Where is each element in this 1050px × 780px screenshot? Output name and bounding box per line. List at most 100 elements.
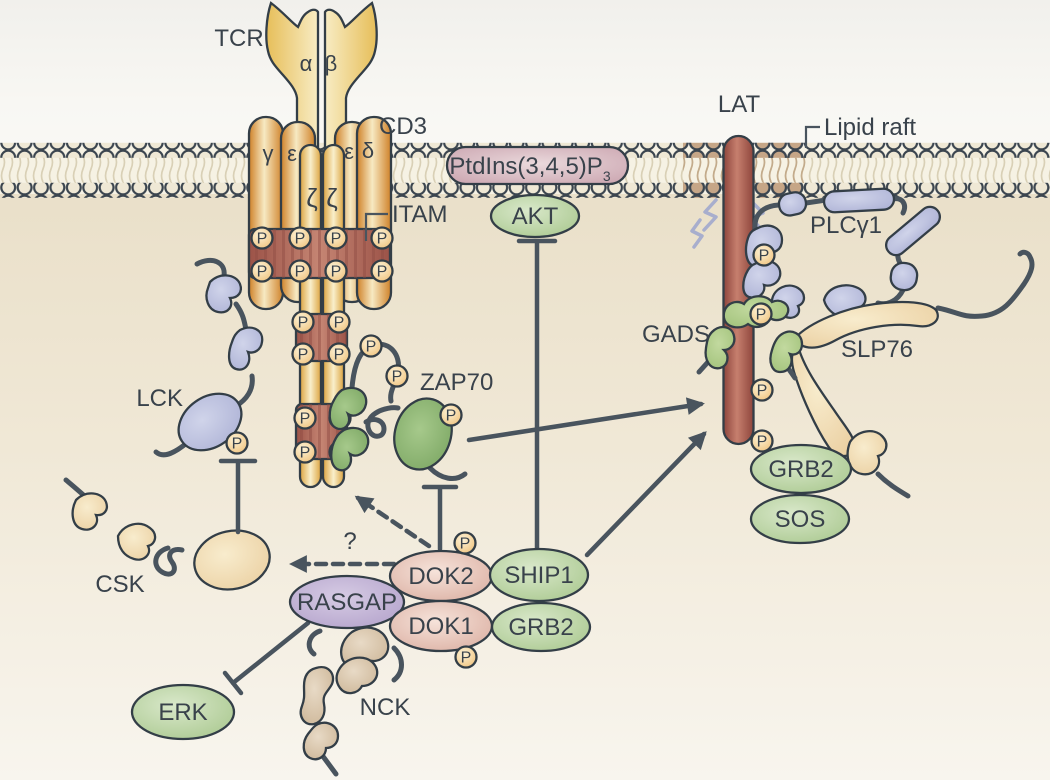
slp76-arm-top xyxy=(793,300,939,349)
zap70-node xyxy=(393,397,453,471)
phospho-site: P xyxy=(250,259,274,283)
background-extracellular xyxy=(0,0,1050,170)
lck-chain-top xyxy=(194,258,227,279)
svg-text:P: P xyxy=(461,650,472,667)
zap70-loop xyxy=(363,405,401,439)
phospho-site: P xyxy=(327,342,351,366)
akt-node xyxy=(489,193,581,239)
phospho-site: P xyxy=(453,531,477,555)
csk-assembly: CSK xyxy=(63,458,271,598)
ptdins-pill xyxy=(445,145,630,186)
lat-complex: LAT PLCγ1 SLP76 GADS GRB2 xyxy=(642,91,1035,545)
phospho-site: P xyxy=(370,259,394,283)
slp76-tail-bottom xyxy=(875,471,911,499)
phospho-site: P xyxy=(324,226,348,250)
zap70-tail xyxy=(427,465,468,482)
svg-text:P: P xyxy=(757,434,768,451)
ptdins-label: PtdIns(3,4,5)P3 xyxy=(449,153,610,184)
plcg1-domain-c xyxy=(884,205,942,257)
cd3-epsilon-left-label: ε xyxy=(287,141,297,166)
svg-text:P: P xyxy=(446,408,457,425)
dok-cluster: RASGAP DOK2 DOK1 SHIP1 GRB2 P P xyxy=(288,531,592,669)
lipid-raft-leader xyxy=(804,125,820,148)
gads-lobe-left xyxy=(704,325,736,370)
plcg1-label: PLCγ1 xyxy=(810,212,882,239)
ptdins-akt: PtdIns(3,4,5)P3 AKT xyxy=(445,145,630,551)
nck-chain-curve xyxy=(391,645,404,683)
phospho-site: P xyxy=(370,226,394,250)
rasgap-erk-inhibition-line xyxy=(230,620,311,686)
grb2-lat-label: GRB2 xyxy=(768,456,833,483)
cd3-epsilon-right-label: ε xyxy=(344,139,354,164)
dok1-label: DOK1 xyxy=(408,613,473,640)
phospho-site: P xyxy=(385,364,409,388)
phospho-site: P xyxy=(291,342,315,366)
erk-label: ERK xyxy=(158,699,207,726)
svg-text:P: P xyxy=(257,264,268,281)
plcg1-domain-b xyxy=(822,187,896,214)
zap70-lat-arrow xyxy=(466,397,705,443)
phospho-site: P xyxy=(750,429,774,453)
svg-text:P: P xyxy=(377,231,388,248)
rasgap-label: RASGAP xyxy=(297,589,397,616)
gads-tick-right xyxy=(785,365,798,381)
phospho-site: P xyxy=(288,226,312,250)
phospho-site: P xyxy=(327,310,351,334)
csk-label: CSK xyxy=(95,571,144,598)
zeta-right-label: ζ xyxy=(326,183,337,213)
svg-text:P: P xyxy=(334,347,345,364)
nck-label: NCK xyxy=(360,694,411,721)
cd3-gamma-label: γ xyxy=(263,141,274,166)
itam-label: ITAM xyxy=(392,201,448,228)
plcg1-domain-d xyxy=(889,261,919,292)
svg-text:P: P xyxy=(331,264,342,281)
plcg1-domain-a xyxy=(777,191,808,217)
lck-blob-2 xyxy=(227,326,264,371)
uncertain-label: ? xyxy=(343,528,356,555)
lipid-raft-label: Lipid raft xyxy=(824,114,916,141)
zap70-linker xyxy=(349,341,401,404)
rasgap-erk-inhibition-bar xyxy=(222,670,244,696)
phospho-site: P xyxy=(293,440,317,464)
gads-label: GADS xyxy=(642,321,710,348)
itam-band-1-stripes xyxy=(249,229,390,278)
dok2-label: DOK2 xyxy=(408,563,473,590)
tcr-alpha-label: α xyxy=(300,51,313,76)
svg-text:P: P xyxy=(392,369,403,386)
svg-text:P: P xyxy=(366,339,377,356)
svg-text:P: P xyxy=(300,445,311,462)
phospho-site: P xyxy=(749,302,773,326)
ship1-lat-arrow xyxy=(584,431,707,558)
tcr-beta-label: β xyxy=(325,51,338,76)
dok2-itam-dashed-arrow xyxy=(354,495,432,549)
svg-text:P: P xyxy=(232,436,243,453)
phospho-site: P xyxy=(359,334,383,358)
phospho-site: P xyxy=(293,406,317,430)
nck-tail xyxy=(319,752,339,777)
zap70-lobe-2 xyxy=(330,426,370,472)
tcr-label: TCR xyxy=(214,25,263,52)
plcg1-assembly: PLCγ1 xyxy=(742,187,942,321)
lck-node xyxy=(177,392,243,452)
ship1-label: SHIP1 xyxy=(504,562,573,589)
lat-label: LAT xyxy=(718,91,761,118)
phospho-site: P xyxy=(288,259,312,283)
phospho-site: P xyxy=(750,378,774,402)
lck-label: LCK xyxy=(136,385,183,412)
svg-text:P: P xyxy=(460,536,471,553)
slp76-label: SLP76 xyxy=(841,336,913,363)
lck-blob-1 xyxy=(205,274,242,314)
cd3-label: CD3 xyxy=(379,113,427,140)
nck-blob-4 xyxy=(302,721,340,761)
ship1-node xyxy=(488,547,590,603)
svg-text:P: P xyxy=(257,231,268,248)
cd3-delta-label: δ xyxy=(362,138,374,163)
itam-leader xyxy=(364,212,388,241)
rasgap-node xyxy=(288,574,406,630)
zap70-label: ZAP70 xyxy=(420,369,493,396)
plcg1-chain-2 xyxy=(803,197,829,206)
gads-lobe-right xyxy=(769,330,804,374)
palmitoylation-zigzag-left-2 xyxy=(690,218,704,249)
csk-node xyxy=(193,529,271,591)
